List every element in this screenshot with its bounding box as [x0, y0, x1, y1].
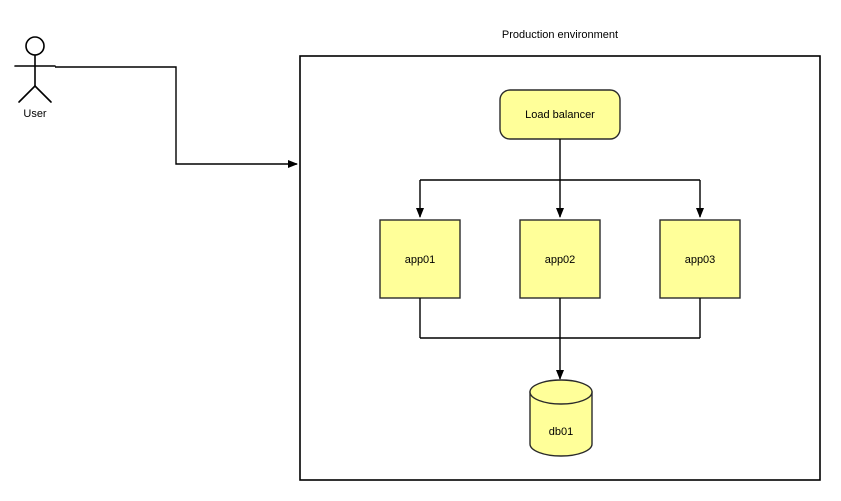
app01-shape	[379, 219, 461, 299]
stick-figure-actor-icon	[14, 36, 56, 103]
node-app02[interactable]: app02	[519, 219, 601, 299]
db01-label: db01	[549, 426, 573, 438]
app03-label: app03	[685, 254, 716, 266]
actor-user[interactable]: User	[14, 36, 56, 120]
production-environment-boundary	[299, 55, 821, 481]
app01-label: app01	[405, 254, 436, 266]
node-app03[interactable]: app03	[659, 219, 741, 299]
db01-cylinder-body	[529, 391, 593, 457]
node-app01[interactable]: app01	[379, 219, 461, 299]
edge-user-to-production	[55, 66, 298, 168]
production-environment-title: Production environment	[502, 29, 618, 41]
app03-shape	[659, 219, 741, 299]
production-environment-group: Production environment	[299, 29, 821, 481]
node-db01[interactable]: db01	[529, 379, 593, 457]
db01-cylinder-top	[529, 379, 593, 405]
node-load-balancer[interactable]: Load balancer	[499, 89, 621, 140]
load-balancer-label: Load balancer	[525, 109, 595, 121]
actor-label: User	[23, 108, 47, 120]
app02-label: app02	[545, 254, 576, 266]
